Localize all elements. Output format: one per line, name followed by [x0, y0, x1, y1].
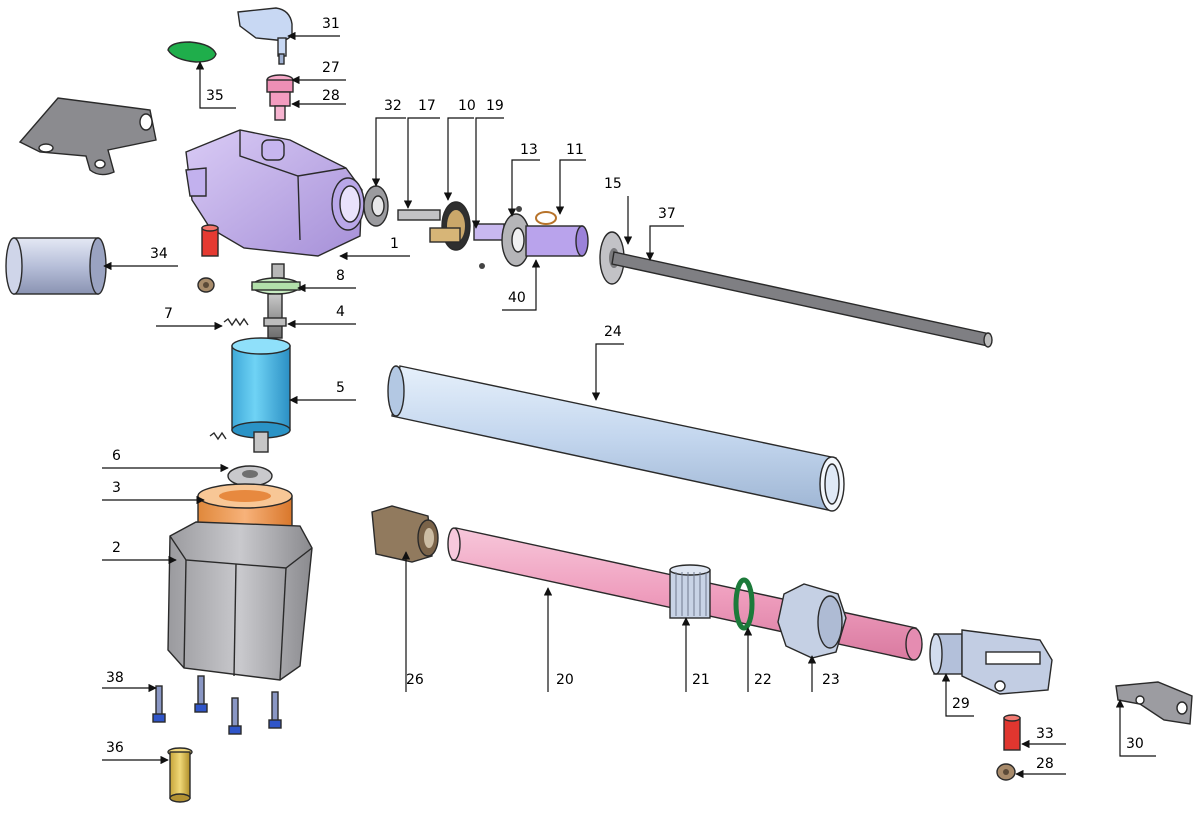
part-33-ring — [363, 185, 389, 227]
part-38-screws — [152, 675, 282, 735]
callout-31: 33 — [1036, 726, 1054, 742]
part-13-40-nut — [501, 213, 589, 267]
callout-1: 1 — [390, 236, 399, 252]
callout-11: 11 — [566, 142, 584, 158]
part-6-bearing — [227, 465, 273, 487]
part-1-housing — [185, 129, 365, 257]
leader-lines — [102, 31, 1156, 779]
part-14-pin — [397, 209, 441, 221]
callout-37: 37 — [658, 206, 676, 222]
callout-34: 34 — [150, 246, 168, 262]
part-32-key — [237, 7, 293, 65]
callout-4: 4 — [336, 304, 345, 320]
part-23-nut — [777, 583, 847, 659]
part-7-spring — [223, 317, 249, 327]
part-24-coupling — [371, 505, 439, 563]
callout-33: 32 — [384, 98, 402, 114]
callout-28: 27 — [322, 60, 340, 76]
part-31-spacer — [1003, 714, 1021, 751]
part-37-threaded-rod — [611, 251, 993, 348]
part-20-outer-tube — [387, 365, 845, 512]
part-4-shaft — [263, 293, 287, 339]
part-small-balls — [479, 206, 522, 269]
callout-35: 35 — [206, 88, 224, 104]
callout-30: 30 — [1126, 736, 1144, 752]
callout-40: 40 — [508, 290, 526, 306]
callout-19: 20 — [556, 672, 574, 688]
part-small-nut — [197, 277, 215, 293]
callout-2: 2 — [112, 540, 121, 556]
callout-21: 21 — [692, 672, 710, 688]
part-2-hex-base — [167, 521, 313, 681]
callout-36: 36 — [106, 740, 124, 756]
callout-8: 8 — [336, 268, 345, 284]
part-34-cylinder — [5, 237, 107, 295]
part-35-green-cap — [167, 41, 217, 63]
callout-17: 15 — [604, 176, 622, 192]
part-27-clevis — [929, 629, 1053, 695]
part-36-bushing — [167, 747, 193, 803]
callout-32: 31 — [322, 16, 340, 32]
part-spring-small — [209, 431, 227, 441]
callout-38: 38 — [106, 670, 124, 686]
callout-6: 6 — [112, 448, 121, 464]
callout-labels: 31 27 28 35 32 17 10 19 13 11 15 37 1 34… — [106, 16, 1144, 772]
part-15-shaft — [473, 223, 505, 241]
part-21-collar — [669, 564, 711, 619]
part-11-clip — [535, 211, 557, 225]
part-5-motor — [231, 337, 291, 453]
callout-23: 23 — [822, 672, 840, 688]
callout-13: 13 — [520, 142, 538, 158]
callout-20: 24 — [604, 324, 622, 340]
callout-15: 19 — [486, 98, 504, 114]
callout-29: 28 — [322, 88, 340, 104]
callout-27: 29 — [952, 696, 970, 712]
callout-14: 17 — [418, 98, 436, 114]
callout-10: 10 — [458, 98, 476, 114]
part-red-spacer — [201, 224, 219, 257]
callout-7: 7 — [164, 306, 173, 322]
part-bracket-left — [18, 97, 157, 176]
callout-26: 28 — [1036, 756, 1054, 772]
callout-5: 5 — [336, 380, 345, 396]
part-30-bracket — [1115, 681, 1193, 725]
callout-3: 3 — [112, 480, 121, 496]
part-28-29-pink-pin — [266, 74, 294, 121]
callout-24: 26 — [406, 672, 424, 688]
part-10-gear — [429, 201, 471, 251]
callout-22: 22 — [754, 672, 772, 688]
part-8-flange — [251, 263, 301, 295]
part-26-nut — [996, 763, 1016, 781]
